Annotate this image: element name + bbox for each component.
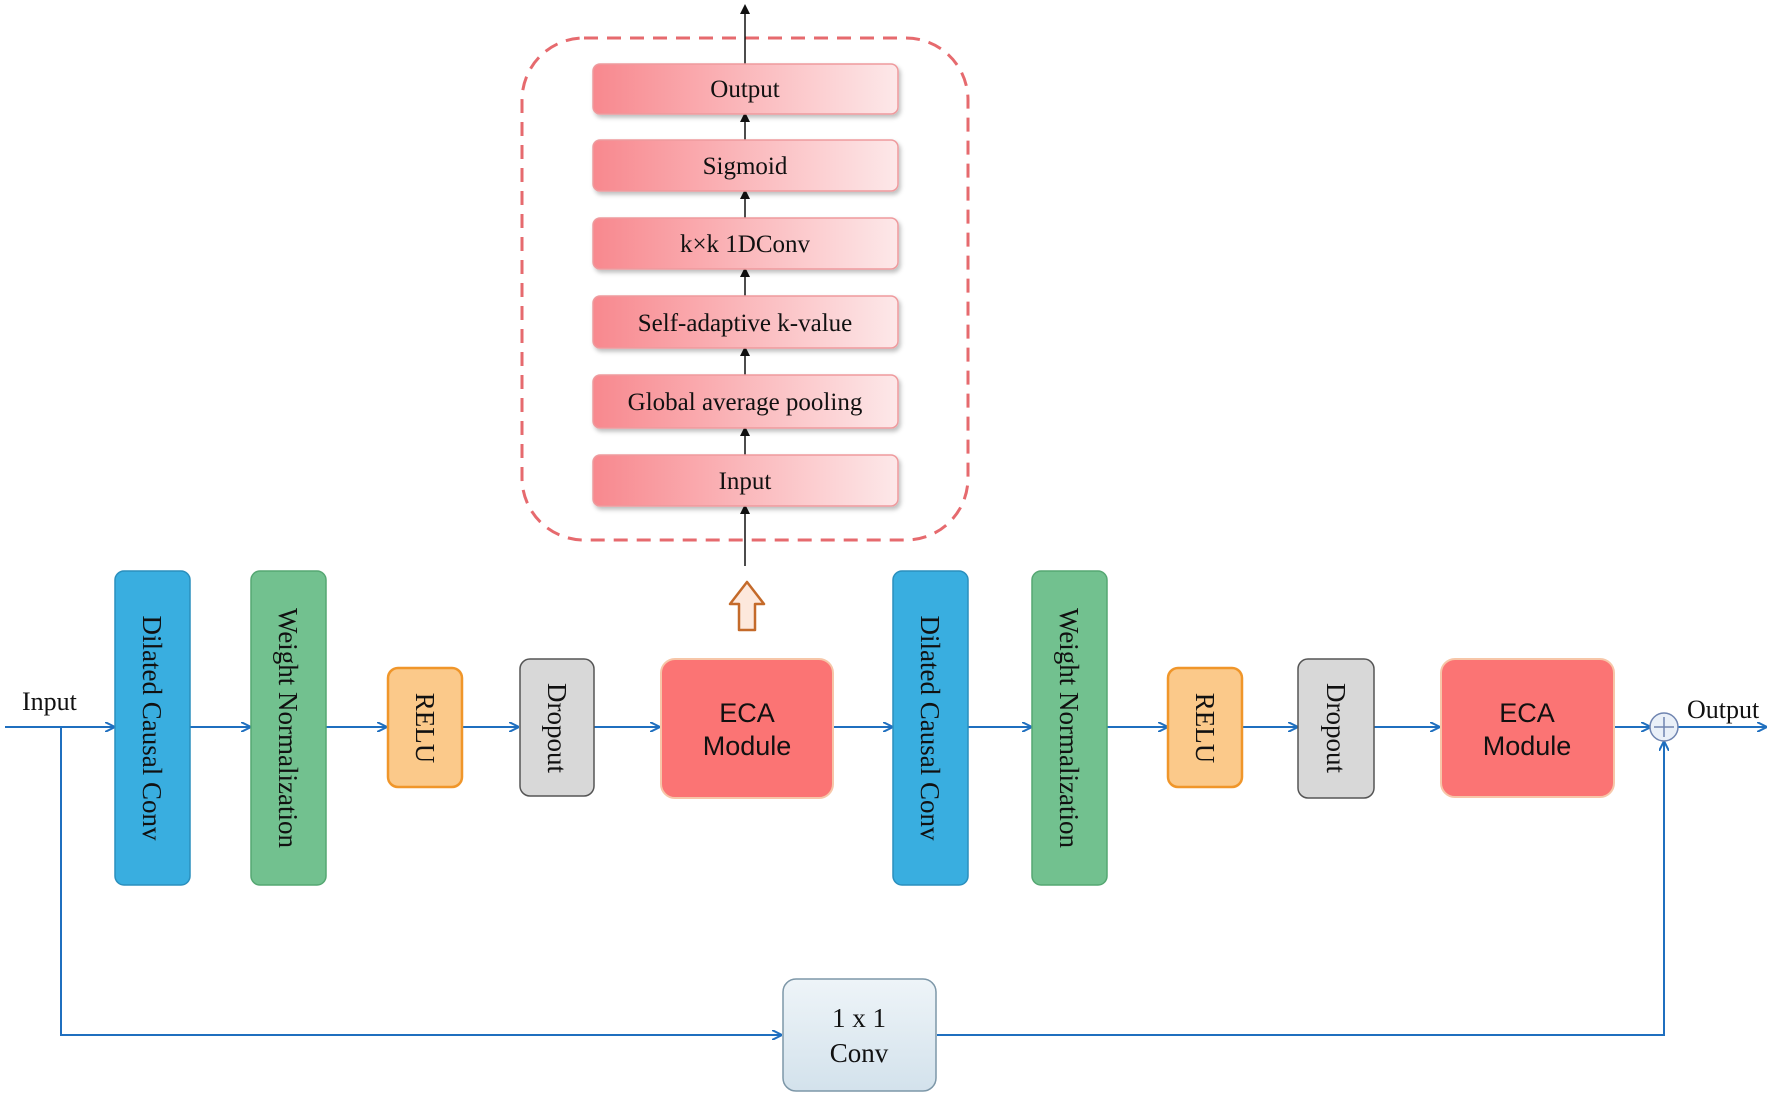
- eca-gap-box: Global average pooling: [592, 374, 899, 429]
- weight-normalization-block-1: Weight Normalization: [250, 570, 327, 886]
- eca-self-adaptive-label: Self-adaptive k-value: [638, 310, 853, 337]
- weight-normalization-block-2: Weight Normalization: [1031, 570, 1108, 886]
- relu-block-2: RELU: [1166, 666, 1244, 789]
- relu-2-label: RELU: [1190, 693, 1220, 764]
- dropout-2-label: Dropout: [1321, 683, 1351, 773]
- eca-module-2-line1: ECA: [1499, 698, 1555, 728]
- eca-module-1-line2: Module: [703, 731, 792, 761]
- sum-node-icon: [1649, 712, 1679, 742]
- relu-block-1: RELU: [386, 666, 464, 789]
- eca-self-adaptive-box: Self-adaptive k-value: [592, 295, 899, 349]
- main-input-label: Input: [22, 687, 78, 716]
- eca-sigmoid-box: Sigmoid: [592, 139, 899, 192]
- eca-module-2-line2: Module: [1483, 731, 1572, 761]
- weight-normalization-1-label: Weight Normalization: [273, 608, 303, 849]
- eca-module-block-1: ECA Module: [660, 658, 834, 799]
- eca-output-box: Output: [592, 63, 899, 115]
- dilated-causal-conv-block-2: Dilated Causal Conv: [892, 570, 969, 886]
- eca-conv1d-box: k×k 1DConv: [592, 217, 899, 270]
- eca-output-label: Output: [710, 76, 780, 103]
- relu-1-label: RELU: [410, 693, 440, 764]
- eca-module-block-2: ECA Module: [1440, 658, 1615, 798]
- eca-sigmoid-label: Sigmoid: [703, 153, 788, 180]
- dilated-causal-conv-1-label: Dilated Causal Conv: [137, 616, 167, 841]
- eca-gap-label: Global average pooling: [628, 389, 863, 416]
- dilated-causal-conv-block-1: Dilated Causal Conv: [114, 570, 191, 886]
- eca-module-1-line1: ECA: [719, 698, 775, 728]
- expand-up-arrow-icon: [728, 580, 766, 632]
- dilated-causal-conv-2-label: Dilated Causal Conv: [915, 616, 945, 841]
- eca-input-label: Input: [719, 468, 772, 495]
- residual-1x1-conv-block: 1 x 1 Conv: [782, 978, 937, 1092]
- dropout-1-label: Dropout: [542, 683, 572, 773]
- eca-conv1d-label: k×k 1DConv: [680, 231, 811, 258]
- main-flow-lines: [5, 727, 1766, 1035]
- main-output-label: Output: [1687, 695, 1760, 724]
- residual-conv-line2: Conv: [830, 1038, 889, 1068]
- weight-normalization-2-label: Weight Normalization: [1054, 608, 1084, 849]
- eca-input-box: Input: [592, 454, 899, 507]
- residual-conv-line1: 1 x 1: [832, 1003, 886, 1033]
- dropout-block-2: Dropout: [1297, 658, 1375, 799]
- dropout-block-1: Dropout: [519, 658, 595, 797]
